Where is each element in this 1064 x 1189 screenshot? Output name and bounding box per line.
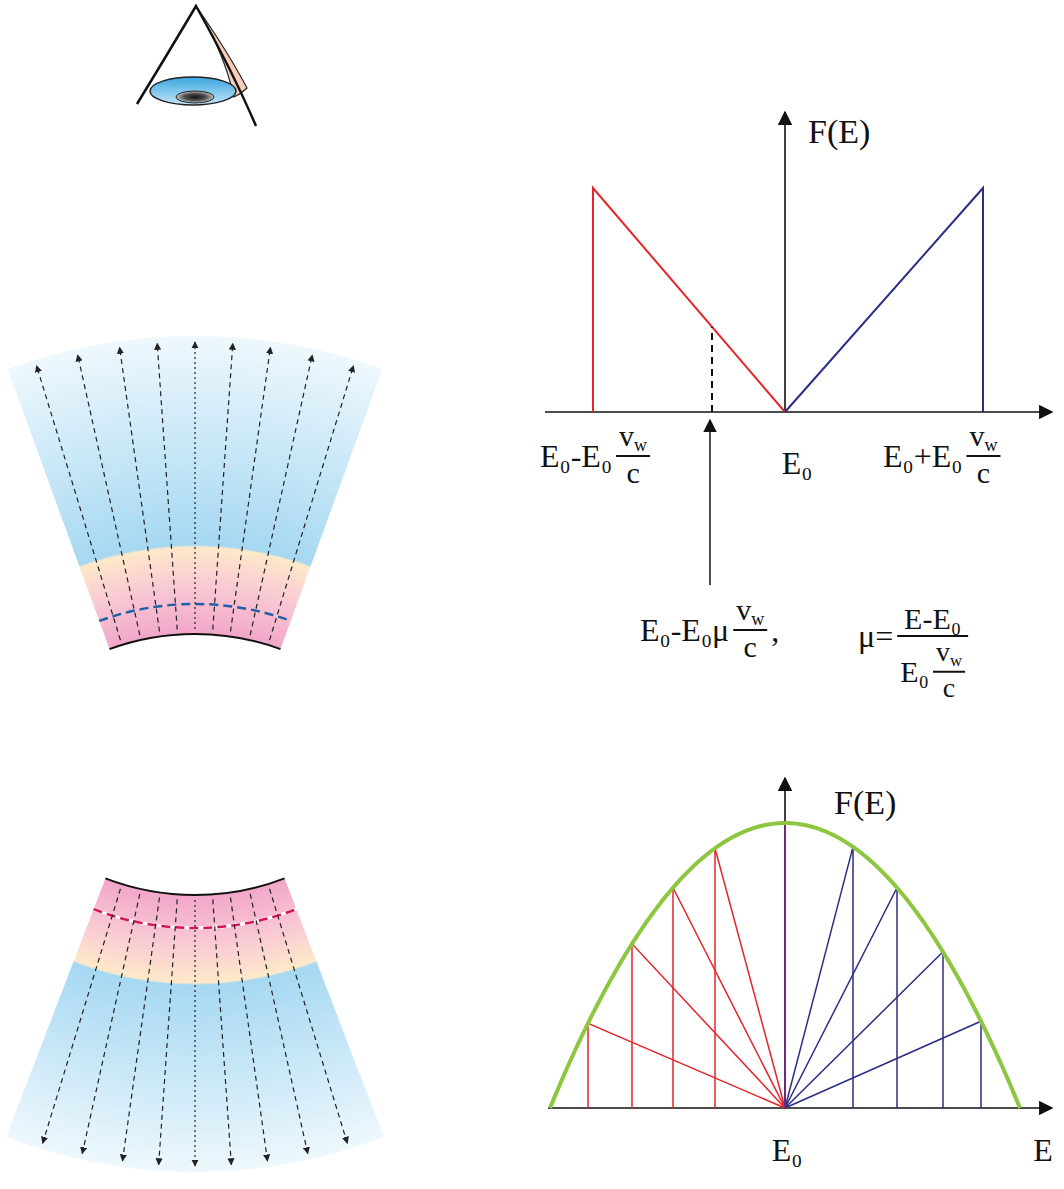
flow-arrow — [122, 898, 159, 1161]
flow-arrow — [43, 889, 121, 1143]
symbol-part: v — [936, 636, 950, 667]
symbol-part: v — [736, 593, 751, 626]
energy-axis — [545, 411, 1052, 413]
fraction-bar — [897, 635, 968, 637]
symbol-part: v — [619, 419, 634, 452]
formula-numerator: E-E₀ — [904, 604, 961, 634]
flow-arrow — [157, 343, 177, 629]
stellar-surface — [105, 878, 284, 895]
summed-profile-plot — [548, 778, 1052, 1108]
redshift-component — [673, 888, 785, 1108]
energy-label: E₀-E₀ — [540, 440, 612, 472]
subscript-part: w — [751, 609, 764, 629]
fraction-bar — [933, 671, 965, 673]
flow-arrow — [213, 343, 233, 629]
light-speed-symbol: c — [943, 674, 955, 702]
energy-axis — [548, 1107, 1052, 1109]
axis-label: F(E) — [832, 786, 898, 820]
blueshift-profile — [785, 188, 983, 412]
fraction-bar — [733, 629, 767, 631]
eye-outline — [137, 6, 256, 126]
flow-arrow — [250, 894, 308, 1154]
redshift-component — [588, 1023, 785, 1108]
blueshift-component — [785, 847, 853, 1108]
blueshift-component — [785, 1021, 981, 1108]
subscript-part: w — [634, 435, 647, 455]
fraction-bar — [966, 455, 1000, 457]
energy-label: E₀ — [782, 447, 813, 479]
light-speed-symbol: c — [626, 458, 639, 488]
wind-region — [8, 336, 383, 649]
subscript-part: w — [984, 435, 997, 455]
punctuation: , — [771, 614, 779, 646]
flux-axis — [784, 778, 786, 1108]
stellar-surface — [109, 634, 280, 649]
flow-arrow — [270, 889, 348, 1143]
marker-line — [711, 327, 713, 412]
redshift-component — [632, 944, 785, 1108]
flow-arrow — [78, 355, 140, 635]
velocity-symbol: vw — [969, 421, 997, 454]
symbol-part: v — [969, 419, 984, 452]
redshift-profile — [593, 188, 785, 412]
line-profile-plot — [545, 112, 1052, 585]
flow-arrow — [230, 898, 267, 1161]
summed-profile — [550, 823, 1020, 1108]
central-component — [784, 823, 786, 1108]
blueshift-component — [785, 888, 897, 1108]
flow-arrow — [213, 899, 232, 1164]
subscript-part: w — [950, 651, 962, 670]
velocity-symbol: vw — [619, 421, 647, 454]
flow-arrow — [250, 355, 312, 635]
flow-arrow — [194, 342, 195, 629]
flow-arrow — [37, 366, 121, 640]
blueshift-component — [785, 952, 943, 1108]
axis-label: F(E) — [808, 115, 870, 149]
wind-region — [6, 878, 384, 1172]
velocity-symbol: vw — [736, 595, 764, 628]
flow-arrow — [270, 366, 354, 640]
pointer-arrow — [709, 420, 711, 585]
eye-pupil — [176, 91, 214, 103]
axis-label: E — [1033, 1134, 1053, 1166]
flow-arrow — [120, 347, 160, 631]
flow-arrow — [159, 899, 178, 1164]
fraction-bar — [616, 455, 650, 457]
eye-icon — [137, 6, 256, 126]
energy-label: E₀ — [900, 657, 929, 687]
light-speed-symbol: c — [977, 458, 990, 488]
light-speed-symbol: c — [744, 632, 757, 662]
flow-arrow — [230, 347, 270, 631]
formula-symbol: μ= — [858, 620, 893, 652]
eye-lens — [150, 77, 236, 105]
flow-arrow — [82, 894, 140, 1154]
velocity-symbol: vw — [936, 638, 962, 670]
energy-label: E₀ — [772, 1134, 803, 1166]
flux-axis — [784, 112, 786, 412]
wind-flow — [6, 878, 384, 1172]
wind-flow — [8, 336, 383, 649]
redshift-component — [715, 848, 785, 1108]
energy-label: E₀+E₀ — [883, 440, 962, 472]
energy-label: E₀-E₀μ — [640, 614, 729, 646]
flow-arrow — [194, 900, 195, 1166]
